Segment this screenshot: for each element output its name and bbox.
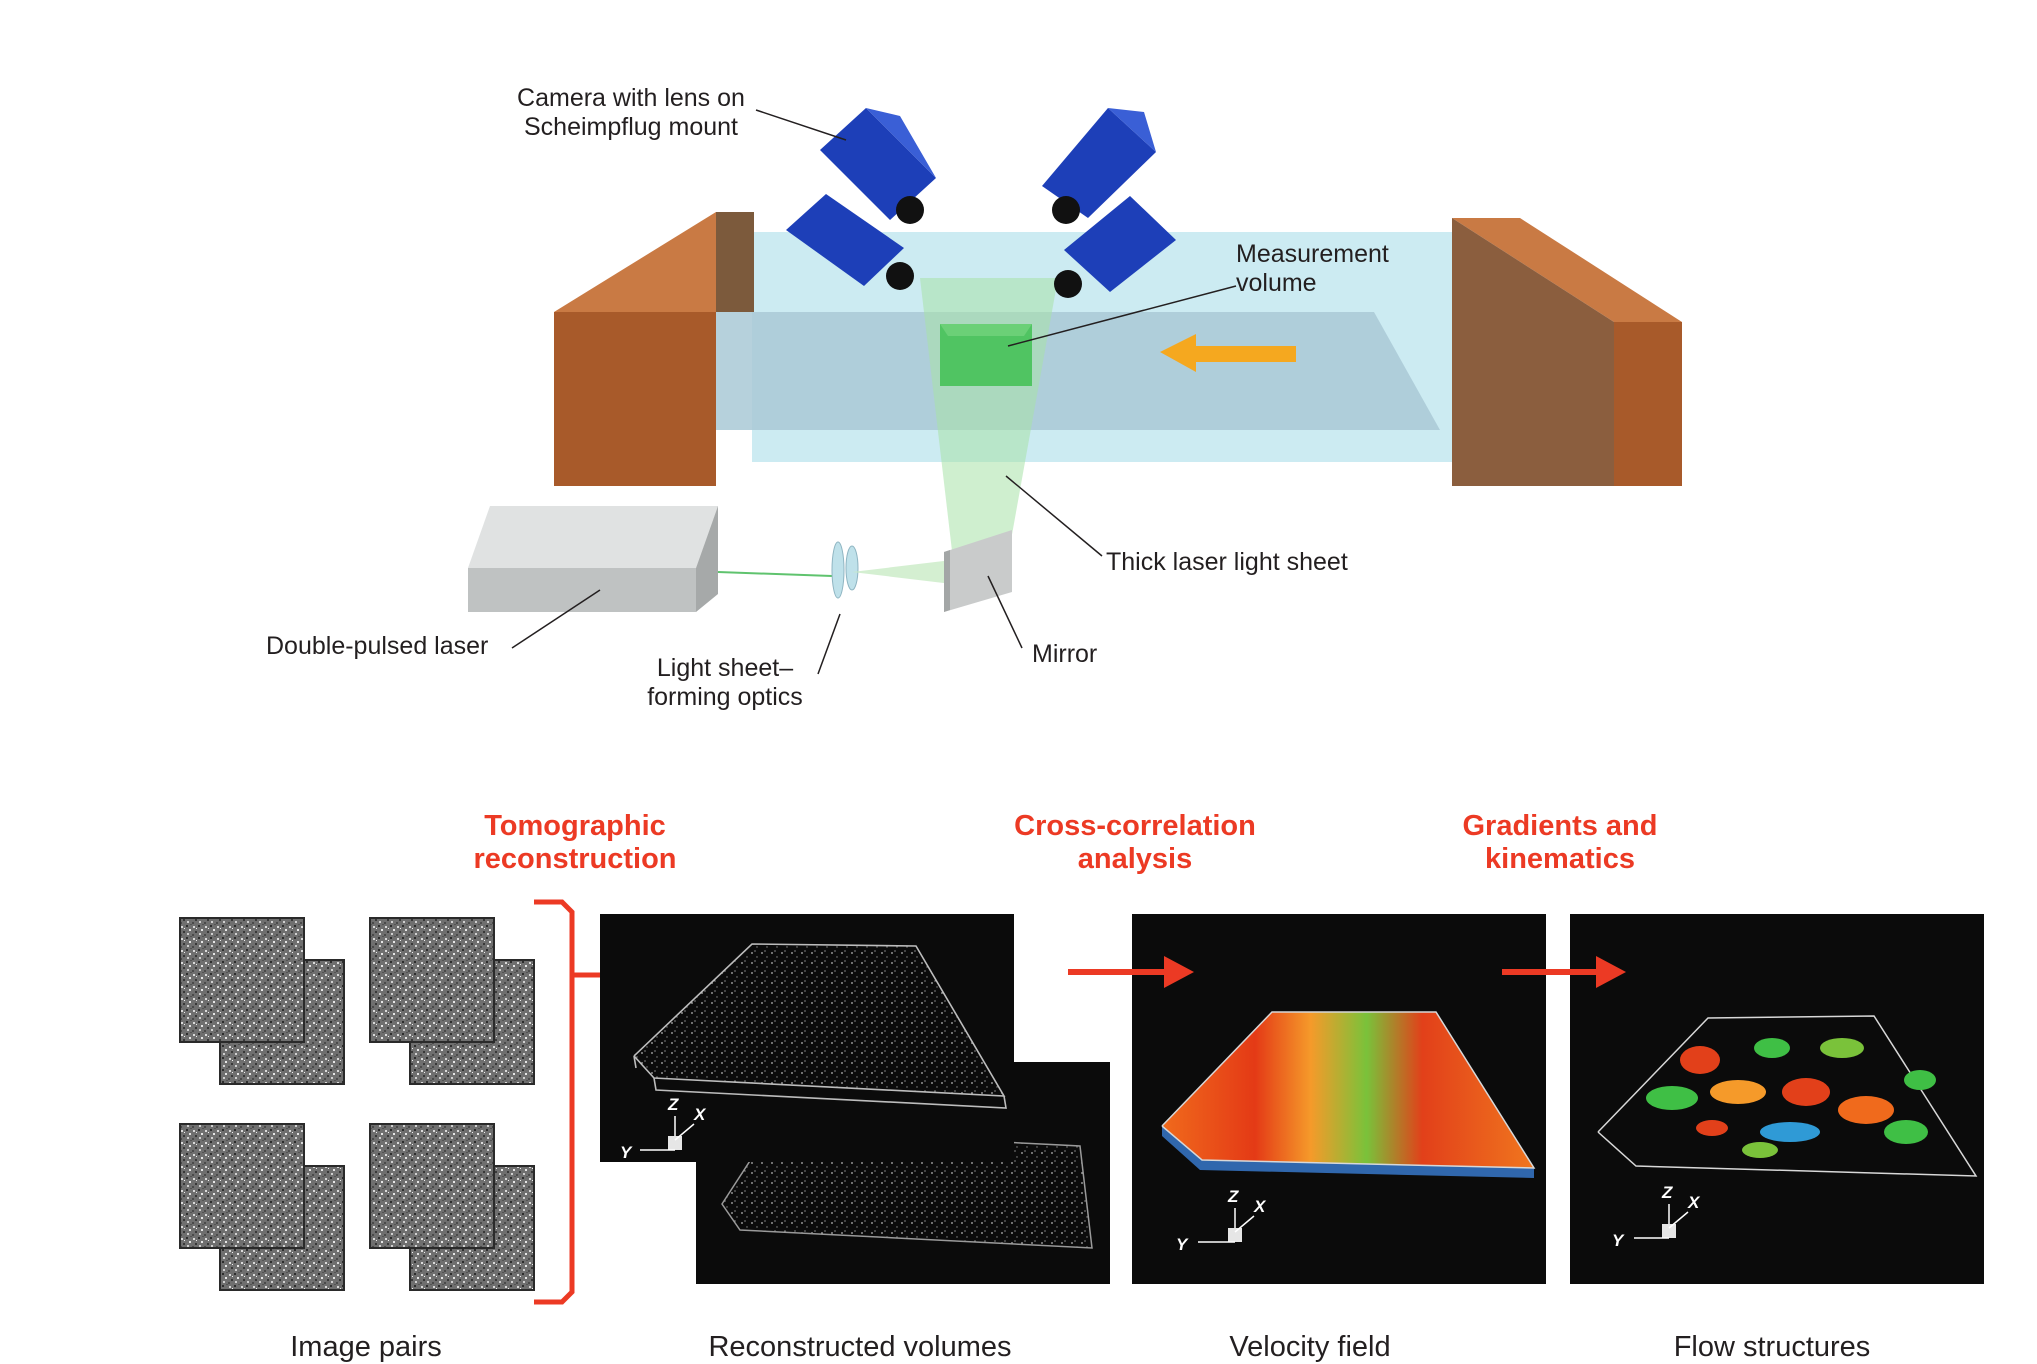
axis-x-label: X: [693, 1105, 707, 1124]
axis-z-label: Z: [1227, 1187, 1239, 1206]
arrow-to-flow: [1502, 956, 1626, 988]
measurement-volume: [940, 324, 1032, 386]
step-cross-correlation: Cross-correlation analysis: [1014, 810, 1256, 875]
image-pair-4: [369, 1123, 535, 1291]
image-pair-2: [369, 917, 535, 1085]
axis-z-label: Z: [667, 1095, 679, 1114]
caption-reconstructed-volumes: Reconstructed volumes: [708, 1331, 1012, 1363]
camera-1: [820, 108, 936, 224]
leader-lines: [511, 109, 1237, 675]
image-pair-1: [179, 917, 345, 1085]
camera-3: [1042, 108, 1156, 224]
laser-label: Double-pulsed laser: [266, 632, 489, 660]
mirror-label: Mirror: [1032, 640, 1098, 668]
caption-flow-structures: Flow structures: [1673, 1331, 1871, 1363]
sheet-forming-optics: [831, 541, 859, 599]
step-gradients-kinematics: Gradients and kinematics: [1462, 810, 1658, 875]
axes-flow: Z X Y: [1612, 1183, 1701, 1250]
image-pair-3: [179, 1123, 345, 1291]
step-tomographic-reconstruction: Tomographic reconstruction: [473, 810, 677, 875]
diverging-beam: [852, 560, 952, 584]
measurement-volume-label: Measurement volume: [1236, 240, 1389, 297]
axes-velocity: Z X Y: [1176, 1187, 1267, 1254]
axis-z-label: Z: [1661, 1183, 1673, 1202]
caption-velocity-field: Velocity field: [1229, 1331, 1391, 1363]
velocity-field-panel: [1132, 914, 1546, 1284]
caption-image-pairs: Image pairs: [290, 1331, 442, 1363]
bracket: [534, 899, 575, 1305]
camera-2: [786, 194, 914, 290]
camera-label: Camera with lens on Scheimpflug mount: [517, 84, 745, 141]
right-channel-wall: [1452, 218, 1682, 486]
axes-reconstructed: Z X Y: [620, 1095, 707, 1162]
thick-light-sheet-label: Thick laser light sheet: [1106, 548, 1348, 576]
flow-structures-panel: [1570, 914, 1984, 1284]
axis-x-label: X: [1253, 1197, 1267, 1216]
axis-y-label: Y: [1176, 1235, 1189, 1254]
double-pulsed-laser-box: [468, 506, 718, 612]
reconstructed-volume-front: [600, 914, 1014, 1162]
optics-label: Light sheet– forming optics: [647, 654, 803, 711]
arrow-to-velocity: [1068, 956, 1194, 988]
axis-x-label: X: [1687, 1193, 1701, 1212]
camera-4: [1054, 196, 1176, 298]
laser-beam: [717, 571, 833, 577]
axis-y-label: Y: [620, 1143, 633, 1162]
left-channel-wall: [554, 212, 754, 486]
axis-y-label: Y: [1612, 1231, 1625, 1250]
image-pairs: [179, 917, 535, 1291]
flow-arrow: [1160, 334, 1296, 372]
